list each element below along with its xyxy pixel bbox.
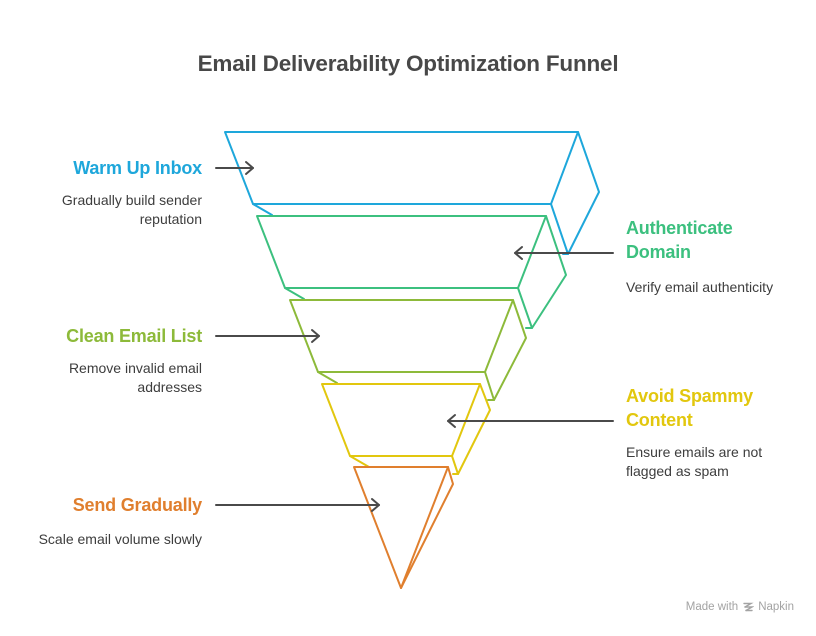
stage-description-authenticate-domain: Verify email authenticity xyxy=(626,279,774,295)
stage-label-clean-email-list: Clean Email List xyxy=(66,326,202,346)
arrow-head-icon xyxy=(447,414,456,428)
arrow-head-icon xyxy=(514,246,523,260)
stage-description-clean-email-list: Remove invalid email addresses xyxy=(69,359,202,397)
stage-description-send-gradually: Scale email volume slowly xyxy=(38,531,202,547)
description-line: Ensure emails are not xyxy=(626,444,763,460)
layer-side-face xyxy=(400,466,454,589)
layer-connector xyxy=(252,203,273,216)
layer-side-face xyxy=(451,383,491,475)
description-line: Gradually build sender xyxy=(61,192,202,208)
funnel-layer-clean-email-list xyxy=(289,299,527,401)
stage-description-avoid-spammy-content: Ensure emails are not flagged as spam xyxy=(626,443,762,481)
footer-prefix: Made with xyxy=(685,601,739,613)
funnel-layer-avoid-spammy-content xyxy=(321,383,491,475)
layer-connector xyxy=(317,371,338,384)
layer-side-face xyxy=(517,215,567,329)
arrow-avoid-spammy-content xyxy=(447,414,614,428)
arrow-send-gradually xyxy=(215,498,380,512)
diagram-title: Email Deliverability Optimization Funnel xyxy=(197,51,619,76)
description-line: flagged as spam xyxy=(626,463,729,479)
description-line: addresses xyxy=(137,379,202,395)
description-line: reputation xyxy=(139,211,202,227)
layer-side-face xyxy=(484,299,527,401)
arrow-clean-email-list xyxy=(215,329,320,343)
funnel-layer-warm-up-inbox xyxy=(224,131,600,255)
layer-front-face xyxy=(256,215,547,289)
label-line: Content xyxy=(626,410,693,430)
layer-side-face xyxy=(550,131,600,255)
layer-front-face xyxy=(224,131,579,205)
stage-label-avoid-spammy-content: Avoid Spammy Content xyxy=(626,384,753,432)
arrow-warm-up-inbox xyxy=(215,161,254,175)
label-line: Authenticate xyxy=(626,218,733,238)
stage-description-warm-up-inbox: Gradually build sender reputation xyxy=(62,191,202,229)
arrow-head-icon xyxy=(371,498,380,512)
stage-label-warm-up-inbox: Warm Up Inbox xyxy=(73,158,202,178)
layer-front-face xyxy=(353,466,449,589)
stage-label-send-gradually: Send Gradually xyxy=(72,495,202,515)
layer-connector xyxy=(284,287,305,300)
funnel-layer-authenticate-domain xyxy=(256,215,567,329)
napkin-logo-icon xyxy=(743,602,755,612)
stage-label-authenticate-domain: Authenticate Domain xyxy=(626,216,733,264)
footer-brand: Napkin xyxy=(758,601,794,613)
arrow-authenticate-domain xyxy=(514,246,614,260)
arrow-head-icon xyxy=(311,329,320,343)
napkin-watermark: Made with Napkin xyxy=(686,601,794,613)
layer-front-face xyxy=(289,299,514,373)
label-line: Domain xyxy=(626,242,691,262)
arrow-head-icon xyxy=(245,161,254,175)
layer-connector xyxy=(349,455,370,468)
funnel-layer-send-gradually xyxy=(353,466,454,589)
label-line: Avoid Spammy xyxy=(626,386,753,406)
description-line: Remove invalid email xyxy=(68,360,202,376)
